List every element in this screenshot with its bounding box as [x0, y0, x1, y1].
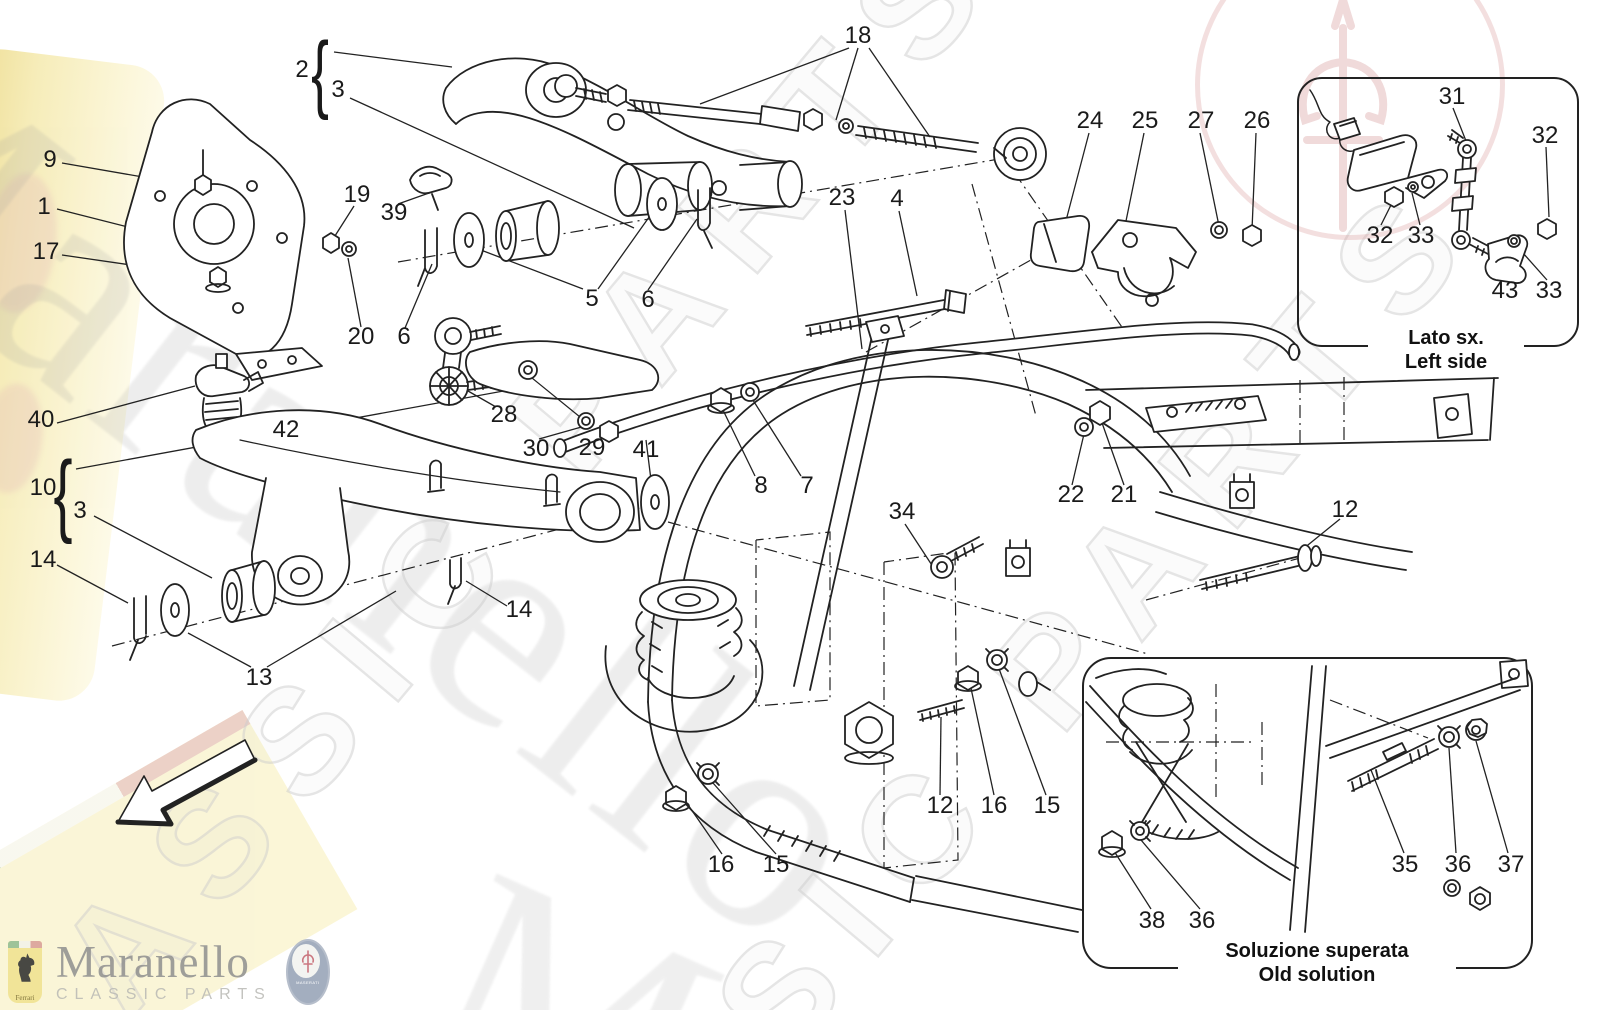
callout-25: 25 [1131, 107, 1159, 134]
hub-carrier [123, 98, 357, 381]
inset-title-english: Old solution [1258, 964, 1376, 986]
upper-control-arm [442, 57, 803, 217]
trident-icon [301, 950, 314, 973]
callout-24: 24 [1076, 107, 1104, 134]
callout-12: 12 [926, 792, 954, 819]
callout-38: 38 [1138, 907, 1166, 934]
inset-label-left-side: Lato sx. Left side [1368, 326, 1524, 374]
callout-14: 14 [505, 596, 533, 623]
callout-36: 36 [1188, 907, 1216, 934]
callout-5: 5 [585, 285, 599, 312]
callout-7: 7 [800, 472, 814, 499]
ferrari-badge-label: Ferrari [15, 994, 35, 1002]
inset-title-english: Left side [1404, 351, 1488, 373]
inset-title-italian: Soluzione superata [1225, 940, 1409, 962]
callout-3: 3 [73, 497, 87, 524]
callout-19: 19 [343, 181, 371, 208]
callout-20: 20 [347, 323, 375, 350]
callout-14: 14 [29, 546, 57, 573]
callout-22: 22 [1057, 481, 1085, 508]
callout-16: 16 [980, 792, 1008, 819]
callout-40: 40 [27, 406, 55, 433]
callout-33: 33 [1407, 222, 1435, 249]
callout-32: 32 [1531, 122, 1559, 149]
brand-subtitle: CLASSIC PARTS [56, 986, 272, 1003]
upper-arm-bush-parts [417, 177, 713, 287]
lower-control-arm [191, 409, 641, 606]
brand-name: Maranello [56, 937, 250, 987]
callout-6: 6 [641, 286, 655, 313]
callout-34: 34 [888, 498, 916, 525]
callout-33: 33 [1535, 277, 1563, 304]
callout-group-brace: { [311, 25, 329, 121]
callout-13: 13 [245, 664, 273, 691]
subframe [647, 315, 1499, 933]
maserati-badge-oval [291, 944, 320, 978]
callout-15: 15 [1033, 792, 1061, 819]
bushing-clamp [409, 165, 453, 211]
callout-31: 31 [1438, 83, 1466, 110]
nut-and-washer-8-7 [707, 382, 760, 414]
callout-9: 9 [43, 146, 57, 173]
inset-title-italian: Lato sx. [1408, 327, 1484, 349]
ferrari-badge-icon: Ferrari [8, 941, 42, 1003]
callout-41: 41 [632, 436, 660, 463]
inset-left-side [1297, 77, 1579, 347]
callout-21: 21 [1110, 481, 1138, 508]
italian-stripe-icon [8, 941, 42, 948]
toe-link [554, 74, 1047, 181]
callout-group-brace: { [53, 443, 73, 545]
callout-27: 27 [1187, 107, 1215, 134]
leader-lines [56, 47, 1550, 910]
callout-42: 42 [272, 416, 300, 443]
callout-43: 43 [1491, 277, 1519, 304]
bar-bushing-and-clamp [1029, 215, 1262, 307]
prancing-horse-icon [18, 953, 35, 982]
callout-39: 39 [380, 199, 408, 226]
callout-12: 12 [1331, 496, 1359, 523]
maserati-badge-label: MASERATI [296, 980, 320, 985]
frame-fasteners [662, 400, 1322, 812]
brand-bar[interactable]: Ferrari Maranello CLASSIC PARTS MASERATI [8, 937, 330, 1005]
callout-37: 37 [1497, 851, 1525, 878]
callout-23: 23 [828, 184, 856, 211]
callout-6: 6 [397, 323, 411, 350]
callout-16: 16 [707, 851, 735, 878]
callout-18: 18 [844, 22, 872, 49]
callout-26: 26 [1243, 107, 1271, 134]
bar-link-bracket [465, 340, 660, 443]
lower-arm-bush-parts [129, 560, 276, 661]
callout-3: 3 [331, 76, 345, 103]
inset-label-old-solution: Soluzione superata Old solution [1178, 939, 1456, 987]
callout-2: 2 [295, 56, 309, 83]
callout-15: 15 [762, 851, 790, 878]
callout-17: 17 [32, 238, 60, 265]
callout-32: 32 [1366, 222, 1394, 249]
callout-1: 1 [37, 193, 51, 220]
callout-4: 4 [890, 185, 904, 212]
washer-41 [640, 474, 670, 530]
fork-clip-14 [447, 557, 462, 605]
maserati-badge-icon: MASERATI [285, 939, 330, 1005]
callout-35: 35 [1391, 851, 1419, 878]
callout-29: 29 [578, 434, 606, 461]
anti-roll-bar [553, 321, 1301, 458]
callout-36: 36 [1444, 851, 1472, 878]
bolt-4 [805, 289, 967, 337]
callout-10: 10 [29, 474, 57, 501]
subframe-mount [604, 579, 764, 733]
callout-8: 8 [754, 472, 768, 499]
direction-arrow-icon [115, 739, 258, 827]
callout-30: 30 [522, 435, 550, 462]
callout-28: 28 [490, 401, 518, 428]
